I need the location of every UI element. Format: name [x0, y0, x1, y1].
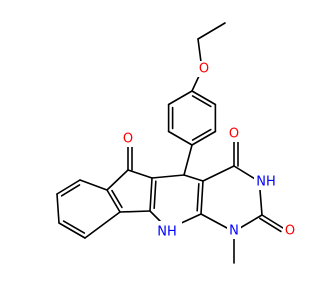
- bond-layer: [56, 22, 284, 264]
- bond-line-41: [56, 193, 60, 224]
- bond-line-15: [149, 177, 153, 212]
- bond-line-8: [191, 128, 212, 141]
- bond-line-21: [202, 165, 235, 182]
- bond-line-16: [153, 180, 157, 210]
- bond-line-44: [84, 211, 121, 239]
- bond-line-31: [127, 169, 153, 179]
- n3-imide-nitrogen-atom: NH: [254, 174, 278, 190]
- bond-line-13: [151, 174, 185, 179]
- ether-oxygen-atom: O: [197, 61, 213, 77]
- bond-line-34: [111, 189, 123, 209]
- bond-line-10: [197, 38, 202, 63]
- bond-line-33: [106, 189, 121, 213]
- bond-line-42: [58, 222, 86, 239]
- bond-line-32: [106, 169, 129, 191]
- bond-line-7: [191, 130, 217, 146]
- bond-line-12: [183, 144, 193, 176]
- bond-line-20: [196, 182, 200, 212]
- bond-line-9: [191, 75, 200, 92]
- c4-carbonyl-oxygen-label: O: [229, 127, 239, 142]
- bond-line-40: [60, 184, 81, 197]
- bond-line-19: [200, 180, 204, 215]
- bond-line-5: [191, 95, 212, 108]
- c2-carbonyl-oxygen-label: O: [285, 224, 295, 239]
- chemical-structure: O O O O NH N NH: [0, 0, 300, 300]
- bond-line-0: [167, 130, 193, 146]
- bond-line-22: [233, 165, 256, 180]
- bond-line-35: [119, 210, 151, 213]
- n3-imide-nitrogen-label: NH: [256, 175, 276, 190]
- bond-line-3: [167, 90, 193, 106]
- canvas-background: [0, 0, 300, 300]
- atom-label-layer: O O O O NH N NH: [121, 61, 297, 240]
- ketone-oxygen-label: O: [123, 132, 133, 147]
- bond-line-39: [56, 179, 81, 195]
- bond-line-43: [62, 220, 86, 234]
- n10-amine-nitrogen-label: NH: [157, 225, 177, 240]
- bond-line-24: [239, 214, 263, 229]
- n1-methyl-nitrogen-atom: N: [227, 223, 241, 239]
- n1-methyl-nitrogen-label: N: [229, 224, 239, 239]
- bond-line-25: [200, 213, 228, 229]
- ketone-oxygen-atom: O: [121, 131, 135, 147]
- ether-oxygen-label: O: [199, 62, 209, 77]
- c2-carbonyl-oxygen-atom: O: [283, 223, 297, 239]
- bond-line-14: [183, 174, 204, 182]
- c4-carbonyl-oxygen-atom: O: [227, 126, 241, 142]
- n10-amine-nitrogen-atom: NH: [157, 221, 182, 240]
- bond-line-23: [259, 189, 263, 216]
- bond-line-28: [261, 214, 284, 229]
- bond-line-11: [197, 22, 226, 40]
- bond-line-38: [79, 179, 108, 191]
- bond-line-29: [259, 217, 282, 233]
- bond-line-4: [191, 90, 217, 106]
